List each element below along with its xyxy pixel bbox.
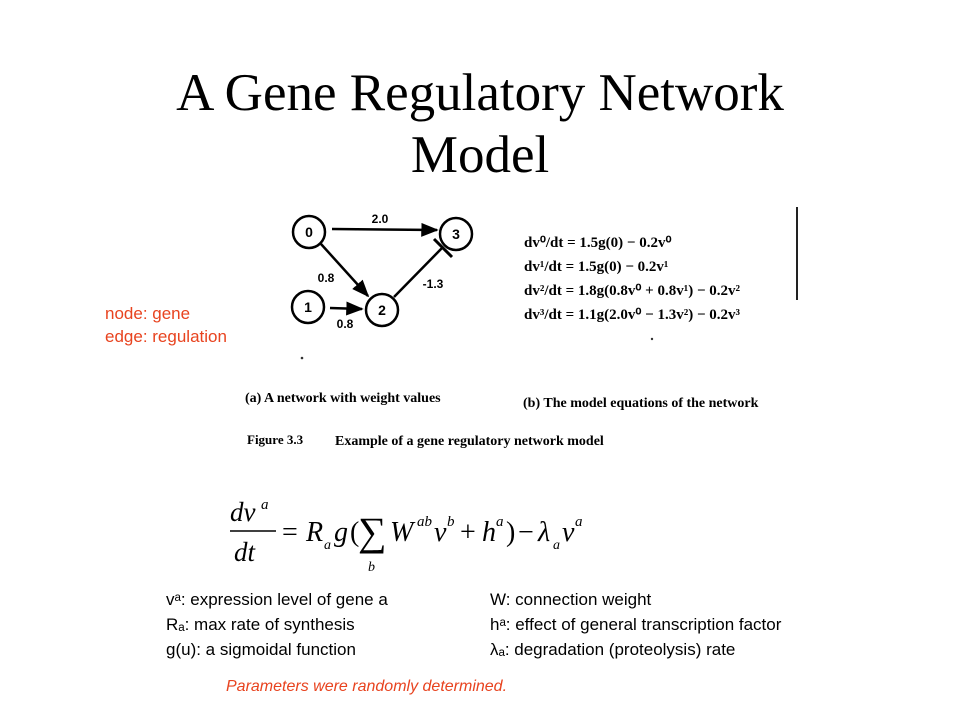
svg-text:∑: ∑ (358, 509, 387, 554)
legend-node: node: gene (105, 304, 191, 323)
page-title: A Gene Regulatory Network Model (0, 62, 960, 186)
param-degradation-rate: λₐ: degradation (proteolysis) rate (490, 640, 736, 659)
node-2: 2 (364, 292, 400, 328)
svg-text:b: b (447, 514, 455, 530)
node-0-label: 0 (305, 224, 313, 240)
svg-text:a: a (575, 514, 583, 530)
svg-text:−: − (518, 517, 534, 548)
svg-text:=: = (282, 517, 298, 548)
node-3-label: 3 (452, 226, 460, 242)
footnote: Parameters were randomly determined. (226, 678, 508, 695)
svg-text:(: ( (350, 517, 359, 548)
title-line-2: Model (410, 126, 550, 184)
params-right: W: connection weight hᵃ: effect of gener… (490, 587, 781, 662)
svg-text:v: v (434, 517, 447, 548)
param-connection-weight: W: connection weight (490, 590, 652, 609)
edge-0-3-weight: 2.0 (372, 212, 389, 226)
svg-text:g: g (334, 517, 348, 548)
node-2-label: 2 (378, 302, 386, 318)
equation-3: dv³/dt = 1.1g(2.0v⁰ − 1.3v²) − 0.2v³ (524, 307, 740, 323)
figure-caption: Example of a gene regulatory network mod… (335, 434, 604, 449)
svg-text:a: a (324, 538, 331, 553)
svg-text:R: R (305, 517, 323, 548)
scan-dot (300, 356, 304, 360)
node-1-label: 1 (304, 299, 312, 315)
figure-label: Figure 3.3 (247, 432, 304, 447)
svg-text:dv: dv (230, 497, 256, 527)
edge-2-3-weight: -1.3 (423, 277, 444, 291)
model-equation: dv a dt = R a g ( ∑ b W ab v b + h a ) −… (230, 497, 583, 575)
node-1: 1 (290, 289, 326, 325)
param-max-rate: Rₐ: max rate of synthesis (166, 615, 355, 634)
param-expression-level: vᵃ: expression level of gene a (166, 590, 388, 609)
edge-1-2-weight: 0.8 (337, 317, 354, 331)
svg-text:W: W (390, 517, 416, 548)
edge-0-3 (331, 222, 439, 237)
svg-text:h: h (482, 517, 496, 548)
edge-1-2 (329, 301, 364, 316)
title-line-1: A Gene Regulatory Network (176, 64, 784, 122)
svg-text:a: a (553, 538, 560, 553)
equation-0: dv⁰/dt = 1.5g(0) − 0.2v⁰ (524, 235, 671, 251)
svg-text:a: a (261, 497, 269, 513)
equation-2: dv²/dt = 1.8g(0.8v⁰ + 0.8v¹) − 0.2v² (524, 283, 740, 299)
scan-dot (650, 337, 654, 341)
edge-2-3 (393, 237, 454, 298)
node-0: 0 (291, 214, 327, 250)
edge-0-2 (320, 243, 370, 298)
param-transcription-factor: hᵃ: effect of general transcription fact… (490, 615, 782, 634)
params-left: vᵃ: expression level of gene a Rₐ: max r… (166, 587, 388, 662)
param-sigmoid: g(u): a sigmoidal function (166, 640, 356, 659)
caption-b: (b) The model equations of the network (523, 396, 759, 411)
svg-text:λ: λ (537, 517, 550, 548)
svg-text:): ) (506, 517, 515, 548)
svg-text:dt: dt (234, 537, 257, 567)
legend-edge: edge: regulation (105, 327, 227, 346)
svg-text:v: v (562, 517, 575, 548)
svg-text:+: + (460, 517, 476, 548)
node-3: 3 (438, 216, 474, 252)
svg-text:b: b (368, 560, 375, 575)
svg-text:ab: ab (417, 514, 433, 530)
caption-a: (a) A network with weight values (245, 391, 441, 406)
legend: node: gene edge: regulation (105, 302, 227, 348)
equation-1: dv¹/dt = 1.5g(0) − 0.2v¹ (524, 259, 668, 275)
edge-0-2-weight: 0.8 (318, 271, 335, 285)
svg-text:a: a (496, 514, 504, 530)
